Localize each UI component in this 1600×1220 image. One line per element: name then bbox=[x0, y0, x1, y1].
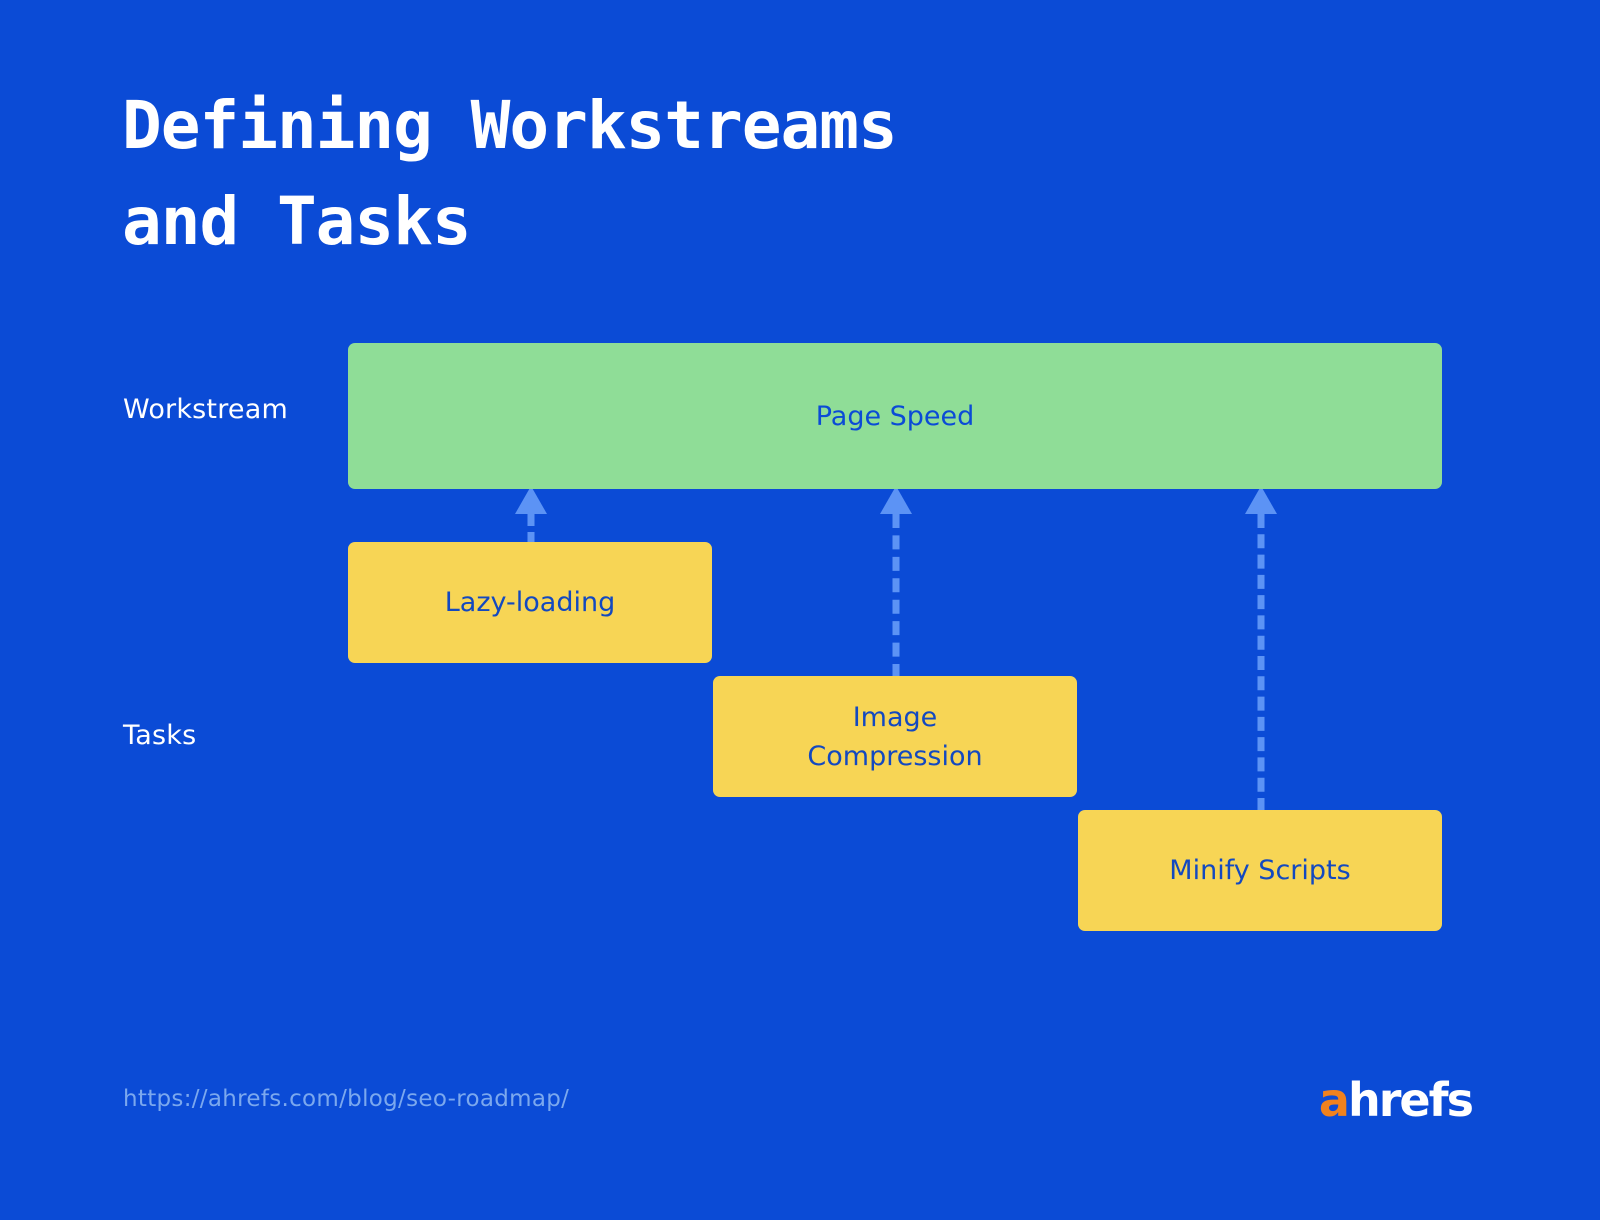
arrow-up-icon bbox=[1245, 486, 1277, 514]
ahrefs-logo-accent-letter: a bbox=[1318, 1073, 1350, 1127]
task-node-image-compression[interactable]: Image Compression bbox=[713, 676, 1077, 797]
workstream-node-page-speed[interactable]: Page Speed bbox=[348, 343, 1442, 489]
dashed-line bbox=[527, 514, 535, 544]
dashed-line bbox=[892, 514, 900, 678]
page-title: Defining Workstreams and Tasks bbox=[122, 87, 898, 260]
source-url[interactable]: https://ahrefs.com/blog/seo-roadmap/ bbox=[123, 1086, 570, 1112]
task-node-lazy-loading[interactable]: Lazy-loading bbox=[348, 542, 712, 663]
connector-image-compression bbox=[880, 486, 912, 678]
connector-minify-scripts bbox=[1245, 486, 1277, 812]
ahrefs-logo: a hrefs bbox=[1318, 1073, 1474, 1127]
arrow-up-icon bbox=[515, 486, 547, 514]
ahrefs-logo-wordmark: hrefs bbox=[1347, 1073, 1474, 1127]
dashed-line bbox=[1257, 514, 1265, 812]
arrow-up-icon bbox=[880, 486, 912, 514]
connector-lazy-loading bbox=[515, 486, 547, 544]
row-label-tasks: Tasks bbox=[123, 720, 197, 751]
row-label-workstream: Workstream bbox=[123, 394, 288, 425]
task-node-minify-scripts[interactable]: Minify Scripts bbox=[1078, 810, 1442, 931]
